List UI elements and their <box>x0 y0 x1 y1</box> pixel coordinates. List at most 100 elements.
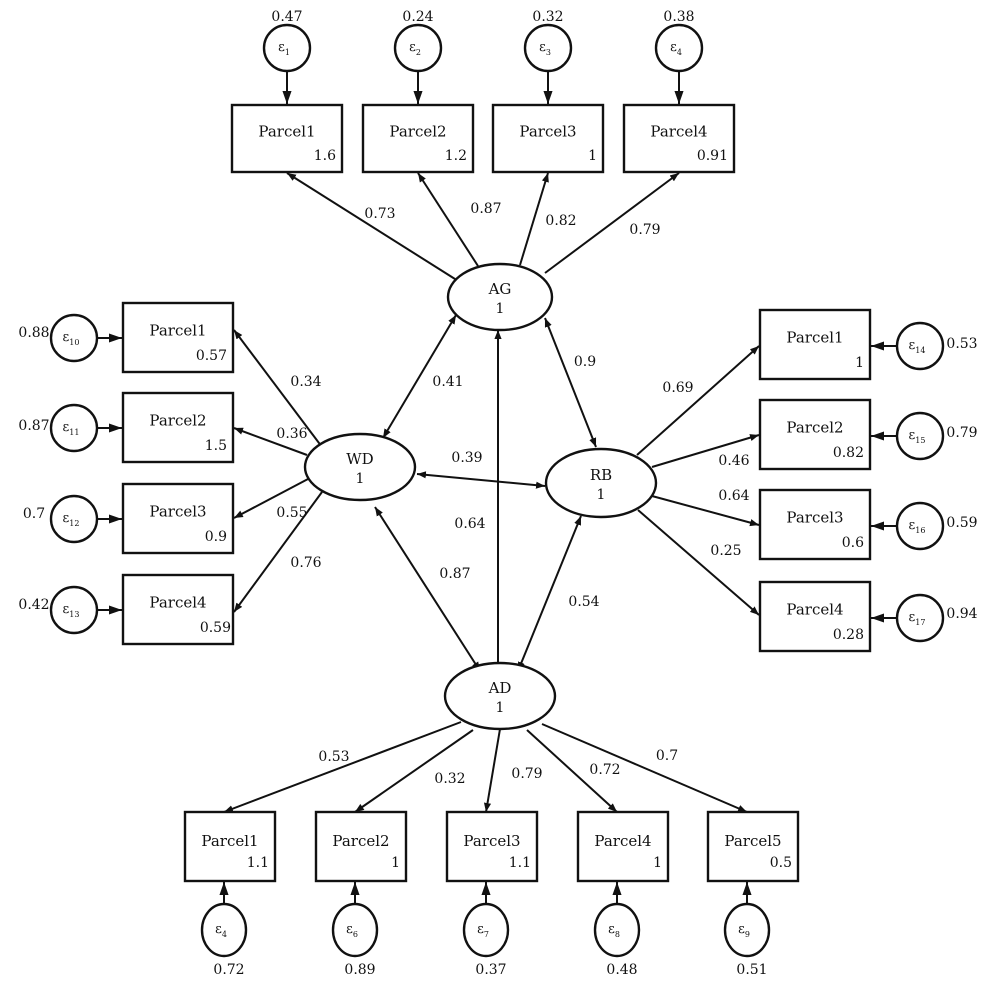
error-term-circle <box>723 902 771 958</box>
indicator-ag-1-box <box>230 103 344 174</box>
epsilon-symbol: ε <box>909 338 916 353</box>
indicator-intercept: 1.6 <box>314 148 336 164</box>
error-term-label: ε3 <box>539 40 551 57</box>
indicator-ad-5-box <box>706 810 800 883</box>
error-term-label: ε13 <box>63 602 80 619</box>
indicator-rb-3-box <box>758 488 872 561</box>
indicator-intercept: 1 <box>855 355 864 371</box>
error-variance: 0.24 <box>402 9 433 25</box>
loading-label: 0.55 <box>276 505 307 521</box>
indicator-label: Parcel4 <box>650 123 707 141</box>
error-variance: 0.42 <box>18 597 49 613</box>
indicator-intercept: 0.5 <box>770 855 792 871</box>
epsilon-symbol: ε <box>346 922 353 937</box>
indicator-label: Parcel1 <box>201 832 258 850</box>
loading-arrow <box>483 728 501 813</box>
error-term-circle <box>895 593 945 643</box>
error-variance: 0.37 <box>475 962 506 978</box>
error-variance: 0.89 <box>344 962 375 978</box>
error-variance: 0.72 <box>213 962 244 978</box>
loading-label: 0.79 <box>511 766 542 782</box>
error-term-circle <box>593 902 641 958</box>
error-term-circle <box>895 411 945 461</box>
error-variance: 0.51 <box>736 962 767 978</box>
error-index: 3 <box>546 48 551 57</box>
epsilon-symbol: ε <box>63 420 70 435</box>
indicator-intercept: 0.82 <box>833 445 864 461</box>
indicator-wd-3-box <box>121 482 235 555</box>
error-term-circle <box>331 902 379 958</box>
loading-arrow <box>526 729 618 813</box>
error-variance: 0.47 <box>271 9 302 25</box>
indicator-wd-2-box <box>121 391 235 464</box>
loading-arrow <box>286 172 456 280</box>
error-term-circle <box>200 902 248 958</box>
loading-label: 0.32 <box>434 771 465 787</box>
error-index: 15 <box>915 436 925 445</box>
indicator-intercept: 1.2 <box>445 148 467 164</box>
error-variance: 0.79 <box>946 425 977 441</box>
loading-label: 0.87 <box>470 201 501 217</box>
latent-rb-ellipse <box>544 447 658 519</box>
indicator-label: Parcel3 <box>786 509 843 527</box>
error-term-label: ε11 <box>63 420 80 437</box>
error-term-label: ε14 <box>909 338 926 355</box>
epsilon-symbol: ε <box>608 922 615 937</box>
error-index: 2 <box>416 48 421 57</box>
indicator-intercept: 1.1 <box>247 855 269 871</box>
error-term-circle <box>462 902 510 958</box>
error-variance: 0.59 <box>946 515 977 531</box>
loading-label: 0.76 <box>290 555 321 571</box>
error-term-circle <box>654 23 704 73</box>
error-term-label: ε16 <box>909 518 926 535</box>
loading-arrow <box>636 345 760 456</box>
error-index: 16 <box>915 526 925 535</box>
latent-ag-label: AG <box>488 280 512 298</box>
indicator-rb-1-box <box>758 308 872 381</box>
error-term-label: ε8 <box>608 922 620 939</box>
indicator-intercept: 1 <box>653 855 662 871</box>
indicator-label: Parcel3 <box>463 832 520 850</box>
error-index: 11 <box>69 428 79 437</box>
error-variance: 0.7 <box>23 506 45 522</box>
loading-arrow <box>417 172 479 267</box>
indicator-intercept: 1.5 <box>205 438 227 454</box>
error-index: 4 <box>222 930 227 939</box>
covariance-label: 0.41 <box>432 374 463 390</box>
error-term-circle <box>393 23 443 73</box>
indicator-ad-3-box <box>445 810 539 883</box>
indicator-wd-1-box <box>121 301 235 374</box>
error-term-circle <box>49 494 99 544</box>
covariance-label: 0.54 <box>568 594 599 610</box>
indicator-label: Parcel2 <box>332 832 389 850</box>
loading-label: 0.46 <box>718 453 749 469</box>
loading-arrow <box>544 172 680 274</box>
loading-arrow <box>354 729 474 813</box>
error-term-label: ε4 <box>670 40 682 57</box>
indicator-label: Parcel4 <box>594 832 651 850</box>
indicator-label: Parcel1 <box>786 329 843 347</box>
error-term-circle <box>49 403 99 453</box>
epsilon-symbol: ε <box>738 922 745 937</box>
indicator-intercept: 0.91 <box>697 148 728 164</box>
epsilon-symbol: ε <box>63 511 70 526</box>
error-term-circle <box>895 321 945 371</box>
loading-arrow <box>541 723 748 813</box>
loading-label: 0.82 <box>545 213 576 229</box>
error-term-circle <box>262 23 312 73</box>
loading-label: 0.53 <box>318 749 349 765</box>
indicator-ad-4-box <box>576 810 670 883</box>
indicator-label: Parcel4 <box>149 594 206 612</box>
error-index: 12 <box>69 519 79 528</box>
latent-ad-variance: 1 <box>496 700 505 716</box>
latent-ad-ellipse <box>443 661 557 731</box>
error-term-label: ε17 <box>909 610 926 627</box>
loading-label: 0.64 <box>718 488 749 504</box>
error-variance: 0.48 <box>606 962 637 978</box>
error-index: 14 <box>915 346 925 355</box>
latent-rb-variance: 1 <box>597 487 606 503</box>
epsilon-symbol: ε <box>409 40 416 55</box>
error-term-circle <box>49 313 99 363</box>
latent-ad-label: AD <box>488 679 512 697</box>
loading-arrow <box>233 329 323 448</box>
